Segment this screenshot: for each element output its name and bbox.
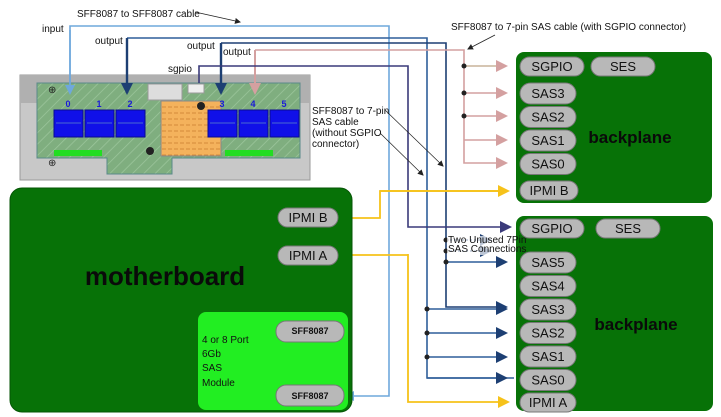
sas-module-line: 4 or 8 Port xyxy=(202,335,249,346)
svg-text:SFF8087: SFF8087 xyxy=(291,326,328,336)
nosgpio-cable-label: SFF8087 to 7-pin xyxy=(312,106,389,117)
card-connector xyxy=(147,83,183,101)
top-breakouts xyxy=(461,60,508,146)
card-port-3[interactable]: 3 xyxy=(207,99,238,138)
sas-module-port-top[interactable]: SFF8087 xyxy=(275,320,345,343)
card-port-number: 1 xyxy=(96,99,101,109)
sgpio-label: sgpio xyxy=(168,64,192,75)
svg-text:IPMI B: IPMI B xyxy=(529,183,568,198)
card-led-strip xyxy=(225,150,273,156)
svg-text:SAS4: SAS4 xyxy=(531,279,564,294)
svg-text:IPMI A: IPMI A xyxy=(289,248,328,263)
motherboard: motherboard IPMI B IPMI A 4 or 8 Port 6G… xyxy=(9,187,353,413)
nosgpio-cable-label: (without SGPIO xyxy=(312,128,382,139)
sas-module: 4 or 8 Port 6Gb SAS Module SFF8087 SFF80… xyxy=(198,312,348,410)
svg-text:SAS2: SAS2 xyxy=(531,326,564,341)
backplane-top-sas3-port[interactable]: SAS3 xyxy=(519,82,577,105)
unused-connections-label: Two Unused 7Pin xyxy=(448,235,526,246)
cable-output-port3 xyxy=(221,42,508,313)
svg-text:SES: SES xyxy=(615,221,641,236)
backplane-bottom-sas3-port[interactable]: SAS3 xyxy=(519,298,577,321)
svg-text:IPMI A: IPMI A xyxy=(529,395,568,410)
motherboard-ipmi-a-port[interactable]: IPMI A xyxy=(277,245,339,266)
backplane-top-sas2-port[interactable]: SAS2 xyxy=(519,106,577,128)
expander-card: ⊕ ⊕ 0 1 2 3 4 5 xyxy=(19,74,311,181)
backplane-top-ipmi-port[interactable]: IPMI B xyxy=(519,180,579,201)
svg-text:IPMI B: IPMI B xyxy=(288,210,327,225)
card-screw xyxy=(146,147,154,155)
backplane-bottom-ses-port[interactable]: SES xyxy=(595,218,661,239)
svg-text:SAS1: SAS1 xyxy=(531,133,564,148)
backplane-top-sas0-port[interactable]: SAS0 xyxy=(519,153,577,175)
motherboard-ipmi-b-port[interactable]: IPMI B xyxy=(277,207,339,228)
card-port-number: 5 xyxy=(281,99,286,109)
labels: SFF8087 to SFF8087 cable input output ou… xyxy=(42,9,686,255)
unused-connections-label: SAS Connections xyxy=(448,244,526,255)
sas-module-line: Module xyxy=(202,378,235,389)
output-label: output xyxy=(223,47,251,58)
svg-text:SAS3: SAS3 xyxy=(531,302,564,317)
card-port-number: 2 xyxy=(127,99,132,109)
backplane-top-ses-port[interactable]: SES xyxy=(590,56,656,77)
backplane-bottom-sgpio-port[interactable]: SGPIO xyxy=(519,218,585,239)
card-sgpio-header xyxy=(187,83,205,94)
sas-module-line: 6Gb xyxy=(202,349,221,360)
backplane-bottom: backplane SGPIO SES SAS5SAS4SAS3SAS2SAS1… xyxy=(516,216,713,413)
backplane-bottom-sas4-port[interactable]: SAS4 xyxy=(519,275,577,297)
sas-module-line: SAS xyxy=(202,363,222,374)
backplane-bottom-sas5-port[interactable]: SAS5 xyxy=(519,251,577,274)
svg-text:SAS5: SAS5 xyxy=(531,255,564,270)
card-led-strip xyxy=(54,150,102,156)
sas-module-port-bottom[interactable]: SFF8087 xyxy=(275,384,345,407)
backplane-bottom-ipmi-port[interactable]: IPMI A xyxy=(519,392,577,413)
card-screw xyxy=(197,102,205,110)
card-port-number: 0 xyxy=(65,99,70,109)
output-label: output xyxy=(187,41,215,52)
ipmi-cables xyxy=(338,185,510,408)
sgpio-cable-label: SFF8087 to 7-pin SAS cable (with SGPIO c… xyxy=(451,22,686,33)
output-label: output xyxy=(95,36,123,47)
plus-icon: ⊕ xyxy=(48,158,56,169)
backplane-top-sas1-port[interactable]: SAS1 xyxy=(519,129,577,152)
plus-icon: ⊕ xyxy=(48,85,56,96)
backplane-bottom-title: backplane xyxy=(594,315,677,334)
backplane-top-sgpio-port[interactable]: SGPIO xyxy=(519,56,585,77)
motherboard-title: motherboard xyxy=(85,261,245,291)
svg-text:SFF8087: SFF8087 xyxy=(291,391,328,401)
svg-text:SAS1: SAS1 xyxy=(531,349,564,364)
svg-text:SAS0: SAS0 xyxy=(531,157,564,172)
backplane-top-title: backplane xyxy=(588,128,671,147)
backplane-bottom-sas2-port[interactable]: SAS2 xyxy=(519,322,577,344)
cable-sgpio xyxy=(198,65,512,233)
card-port-5[interactable]: 5 xyxy=(269,99,300,138)
svg-text:SAS2: SAS2 xyxy=(531,110,564,125)
svg-text:SGPIO: SGPIO xyxy=(531,221,572,236)
backplane-bottom-sas1-port[interactable]: SAS1 xyxy=(519,345,577,368)
svg-text:SAS3: SAS3 xyxy=(531,86,564,101)
card-port-2[interactable]: 2 xyxy=(115,99,146,138)
card-port-number: 3 xyxy=(219,99,224,109)
cable-output-port4 xyxy=(255,49,508,169)
nosgpio-cable-label: connector) xyxy=(312,139,359,150)
svg-text:SES: SES xyxy=(610,59,636,74)
card-port-4[interactable]: 4 xyxy=(238,99,269,138)
nosgpio-cable-label: SAS cable xyxy=(312,117,359,128)
backplane-bottom-sas0-port[interactable]: SAS0 xyxy=(519,369,577,391)
sff-cable-label: SFF8087 to SFF8087 cable xyxy=(77,9,200,20)
card-port-1[interactable]: 1 xyxy=(84,99,115,138)
svg-text:SGPIO: SGPIO xyxy=(531,59,572,74)
card-port-number: 4 xyxy=(250,99,255,109)
input-label: input xyxy=(42,24,64,35)
card-port-0[interactable]: 0 xyxy=(53,99,84,138)
svg-text:SAS0: SAS0 xyxy=(531,373,564,388)
